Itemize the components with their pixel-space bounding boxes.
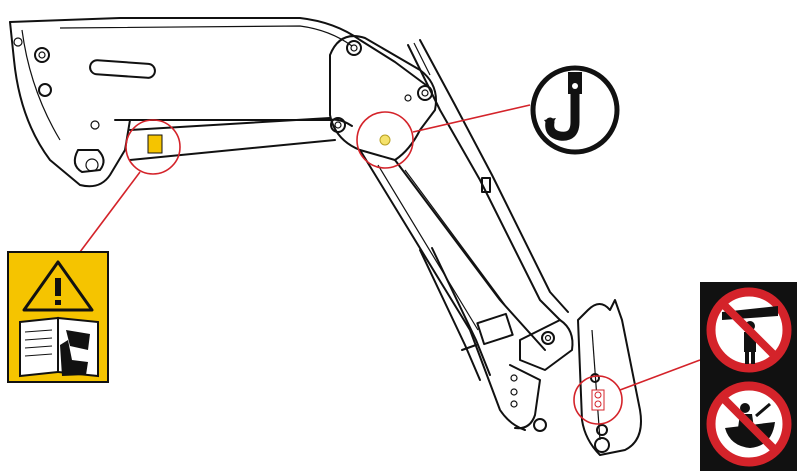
no-riding-in-bucket-icon [706, 381, 792, 467]
bucket-safety-decals [700, 282, 797, 471]
no-standing-under-load-icon [706, 287, 792, 373]
warning-triangle-icon [22, 260, 94, 312]
lift-point-decal [530, 65, 620, 155]
open-manual-icon [19, 316, 99, 378]
read-manual-decal [7, 251, 109, 383]
callout-read-manual [79, 119, 181, 253]
callout-lift-point [356, 104, 531, 169]
lift-hook-icon [544, 72, 582, 141]
loader-boom [9, 17, 642, 456]
callout-bucket-decals [573, 359, 701, 425]
